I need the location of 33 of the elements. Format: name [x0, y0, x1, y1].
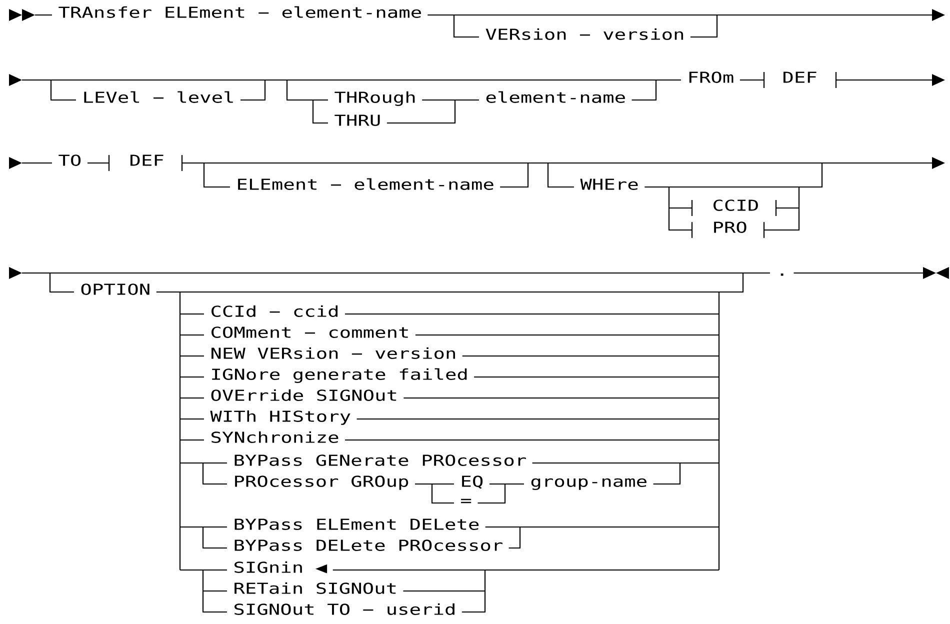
syntax-term: WITh HIStory [210, 410, 350, 425]
syntax-term: element-name [486, 91, 625, 103]
syntax-term: BYPass GENerate PROcessor [234, 454, 526, 466]
syntax-term: FROm [689, 72, 734, 83]
syntax-term: OPTION [81, 284, 150, 295]
syntax-term: LEVel − level [84, 91, 233, 103]
syntax-term: group-name [531, 478, 646, 490]
syntax-term: VERsion − version [486, 28, 684, 40]
syntax-term: = [461, 498, 472, 504]
syntax-term: CCId − ccid [212, 305, 338, 317]
syntax-term: DEF [130, 154, 164, 166]
syntax-term: THRough [334, 91, 415, 106]
syntax-term: . [780, 274, 784, 276]
syntax-term: NEW VERsion − version [212, 347, 455, 359]
syntax-term: EQ [462, 476, 483, 489]
syntax-term: SIGNOut TO − userid [234, 603, 454, 615]
syntax-term: BYPass ELEment DELete [234, 518, 479, 530]
syntax-term: PROcessor GROup [235, 476, 408, 490]
syntax-term: THRU [334, 114, 380, 126]
syntax-term: WHEre [580, 178, 638, 190]
syntax-term: SYNchronize [212, 431, 338, 443]
syntax-term: IGNore generate failed [212, 368, 467, 383]
syntax-term: COMment − comment [212, 326, 408, 338]
syntax-term: DEF [784, 72, 816, 83]
syntax-term: ELEment − element-name [238, 178, 494, 190]
syntax-term: PRO [714, 222, 746, 233]
syntax-term: RETain SIGNOut [234, 582, 396, 594]
syntax-term: CCID [714, 200, 758, 211]
syntax-term: SIGnin ◀ [234, 561, 328, 574]
syntax-term: TRAnsfer ELEment − element-name [58, 6, 421, 18]
syntax-term: OVErride SIGNOut [211, 389, 396, 401]
syntax-term: BYPass DELete PROcessor [234, 540, 502, 551]
syntax-term: TO [58, 154, 81, 166]
